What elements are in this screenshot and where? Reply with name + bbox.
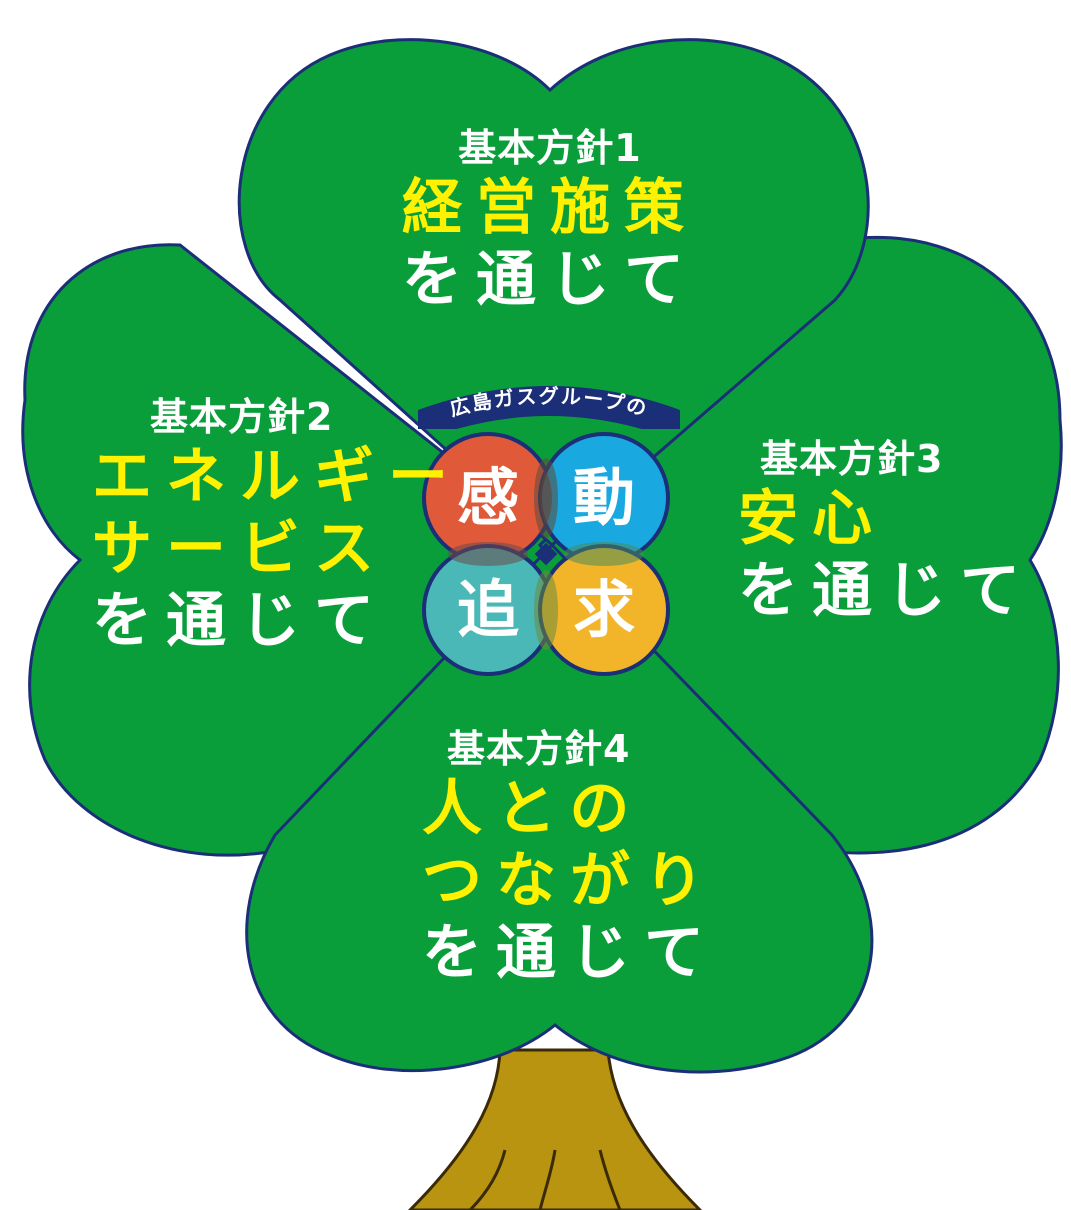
center-diamond	[534, 542, 558, 566]
trunk-root-line	[598, 1149, 622, 1210]
policy-4-title-line-2: つながり	[422, 845, 718, 916]
policy-3-heading: 基本方針3	[760, 437, 944, 481]
policy-3-block: 基本方針3 安心 を通じて	[738, 437, 1068, 627]
policy-3-title: 安心	[738, 483, 886, 554]
policy-3-tail: を通じて	[738, 555, 1034, 626]
group-title-badge: 広島ガスグループの	[411, 383, 687, 438]
kanji-dou: 動	[572, 461, 635, 534]
tree-trunk	[407, 1048, 703, 1210]
policy-4-heading: 基本方針4	[447, 727, 631, 771]
trunk-root-line	[468, 1149, 507, 1210]
leaf-left	[21, 243, 563, 857]
policy-1-heading: 基本方針1	[458, 126, 642, 170]
leaf-bottom	[245, 542, 874, 1074]
policy-1-block: 基本方針1 経営施策 を通じて	[330, 126, 770, 316]
policy-2-title-line-1: エネルギー	[92, 441, 462, 512]
kanji-kyuu: 求	[572, 573, 635, 646]
policy-4-title-line-1: 人との	[422, 773, 644, 844]
policy-1-title: 経営施策	[402, 172, 698, 243]
overlap-bottom	[534, 570, 558, 650]
policy-2-heading: 基本方針2	[150, 395, 334, 439]
kanji-tsui: 追	[456, 573, 519, 646]
leaf-top	[237, 38, 870, 548]
kanji-kan: 感	[456, 461, 519, 534]
overlap-top	[534, 458, 558, 538]
policy-4-tail: を通じて	[422, 917, 718, 988]
trunk-root-line	[538, 1149, 557, 1210]
policy-2-title-line-2: サービス	[92, 513, 388, 584]
center-emblem	[422, 432, 670, 676]
policy-2-tail: を通じて	[92, 585, 388, 656]
policy-2-block: 基本方針2 エネルギー サービス を通じて	[92, 395, 452, 657]
overlap-right	[564, 542, 644, 566]
overlap-left	[448, 542, 528, 566]
policy-4-block: 基本方針4 人との つながり を通じて	[422, 727, 842, 989]
policy-1-tail: を通じて	[402, 244, 698, 315]
